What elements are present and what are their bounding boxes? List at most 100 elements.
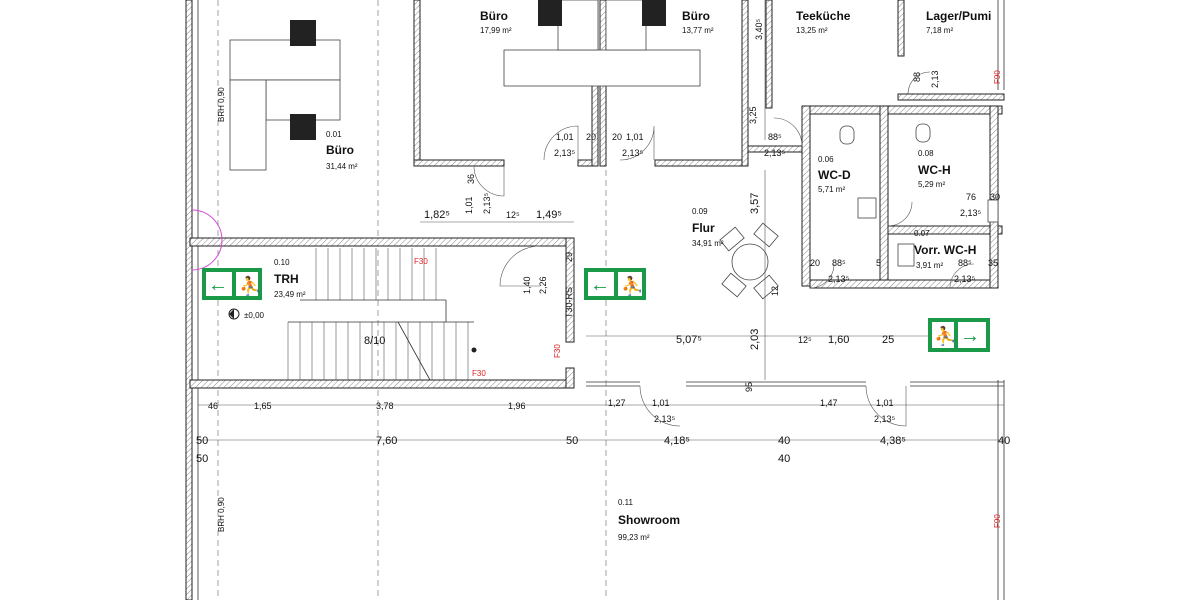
office-chair-icon <box>538 0 666 26</box>
dimension: 1,01 <box>464 196 474 214</box>
exit-sign-left: ← ⛹ <box>202 268 262 300</box>
dimension: 2,13⁵ <box>874 414 896 424</box>
stair-end-dot <box>471 347 477 353</box>
dimension: 2,13⁵ <box>954 274 976 284</box>
dimension: 3,40⁵ <box>754 18 764 40</box>
room-name: Büro <box>480 9 508 23</box>
svg-text:←: ← <box>590 274 610 296</box>
dimension: 2,13⁵ <box>764 148 786 158</box>
dimension: 30 <box>990 192 1000 202</box>
dimension: 20 <box>586 132 596 142</box>
dimension: 1,96 <box>508 401 526 411</box>
dimension: 40 <box>998 435 1010 447</box>
room-name: Büro <box>682 9 710 23</box>
dimension: 7,60 <box>376 435 397 447</box>
room-number: 0.09 <box>692 207 708 216</box>
room-name: WC-H <box>918 163 951 177</box>
room-area: 13,25 m² <box>796 26 828 35</box>
room-name: Büro <box>326 143 354 157</box>
room-name: Lager/Pumi <box>926 9 991 23</box>
fire-rating-label: F90 <box>993 70 1002 84</box>
room-number: 0.07 <box>914 229 930 238</box>
level-label: ±0,00 <box>244 311 265 320</box>
dimension: 2,03 <box>749 329 761 350</box>
room-number: 0.10 <box>274 258 290 267</box>
desk-group-top <box>503 0 701 87</box>
dimension: 40 <box>778 453 790 465</box>
room-number: 0.08 <box>918 149 934 158</box>
office-chair-icon <box>290 20 316 140</box>
door-swings <box>473 71 975 427</box>
room-name: WC-D <box>818 168 851 182</box>
svg-text:←: ← <box>208 274 228 296</box>
dimension: 50 <box>196 435 208 447</box>
room-area: 31,44 m² <box>326 162 358 171</box>
dimension: 2,13⁵ <box>554 148 576 158</box>
fire-rating-label: F90 <box>993 514 1002 528</box>
dimension: 40 <box>778 435 790 447</box>
brh-label: BRH 0,90 <box>217 87 226 122</box>
dimension: 2,13⁵ <box>960 208 982 218</box>
dimension: 88⁵ <box>768 132 782 142</box>
dimension: 2,13⁵ <box>654 414 676 424</box>
exit-sign-right: ⛹ → <box>928 318 990 352</box>
dimension: 1,65 <box>254 401 272 411</box>
dimension: 5,07⁵ <box>676 334 702 346</box>
level-marker-icon <box>228 308 240 320</box>
dimension: 20 <box>810 258 820 268</box>
dimension: 1,27 <box>608 398 626 408</box>
exterior-wall-left <box>185 0 199 600</box>
dimension: 2,13 <box>930 70 940 88</box>
toilet-icon <box>839 123 999 267</box>
dimension: 3,78 <box>376 401 394 411</box>
dimension: 25 <box>882 334 894 346</box>
dimension: 2,13⁵ <box>828 274 850 284</box>
dimension: 1,82⁵ <box>424 209 450 221</box>
room-area: 23,49 m² <box>274 290 306 299</box>
door-rating-label: T30-RS <box>564 287 574 318</box>
dimension: 12⁵ <box>798 335 812 345</box>
dimension: 29 <box>564 252 574 262</box>
room-name: Vorr. WC-H <box>914 243 976 257</box>
dimension: 46 <box>208 401 218 411</box>
dimension: 1,01 <box>876 398 894 408</box>
desk-group-left <box>229 39 341 171</box>
room-number: 0.11 <box>618 498 634 507</box>
dimension: 5 <box>876 258 881 268</box>
dimension: 2,26 <box>538 276 548 294</box>
dimension: 88⁵ <box>958 258 972 268</box>
dimension: 1,40 <box>522 276 532 294</box>
dimension: 1,01 <box>652 398 670 408</box>
exterior-wall-right <box>997 0 1005 600</box>
dimension: 35 <box>988 258 998 268</box>
svg-text:→: → <box>960 325 980 347</box>
dimension: 4,18⁵ <box>664 435 690 447</box>
svg-text:⛹: ⛹ <box>934 325 956 346</box>
dimension: 36 <box>466 174 476 184</box>
dimension: 1,60 <box>828 334 849 346</box>
room-area: 99,23 m² <box>618 533 650 542</box>
brh-label: BRH 0,90 <box>217 497 226 532</box>
stair-label: 8/10 <box>364 335 385 347</box>
stair-edge <box>397 321 431 381</box>
svg-text:⛹: ⛹ <box>621 275 643 296</box>
dimension: 1,49⁵ <box>536 209 562 221</box>
dimension-lines <box>198 0 1004 441</box>
room-number: 0.01 <box>326 130 342 139</box>
room-area: 5,71 m² <box>818 185 845 194</box>
dimension: 4,38⁵ <box>880 435 906 447</box>
dimension: 88⁵ <box>832 258 846 268</box>
dimension: 88 <box>912 72 922 82</box>
dimension: 2,13⁵ <box>482 192 492 214</box>
office-walls-top <box>413 0 1005 167</box>
room-area: 13,77 m² <box>682 26 714 35</box>
dimension: 1,47 <box>820 398 838 408</box>
dimension: 12 <box>770 286 780 296</box>
dimension: 50 <box>566 435 578 447</box>
exit-sign-center: ← ⛹ <box>584 268 646 300</box>
fire-marker <box>191 209 223 271</box>
room-area: 5,29 m² <box>918 180 945 189</box>
dimension: 1,01 <box>556 132 574 142</box>
sanitary-walls <box>801 105 1003 289</box>
